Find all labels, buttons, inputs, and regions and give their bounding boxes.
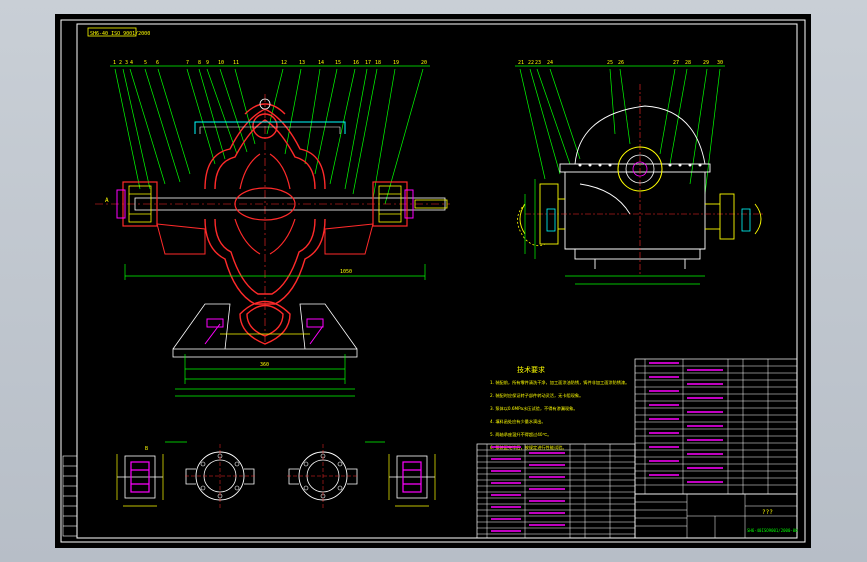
svg-text:8: 8 [198, 60, 201, 66]
tech-line-1: 1. 装配前，所有零件清洗干净，加工面涂油防锈，铸件非加工面涂防锈漆。 [490, 379, 629, 386]
tech-title: 技术要求 [517, 365, 545, 374]
svg-text:5: 5 [144, 60, 147, 66]
inner-border [76, 23, 798, 539]
svg-text:2: 2 [119, 60, 122, 66]
header-tag: SH6-40 ISO 9001/2000 [90, 31, 150, 37]
left-margin-table [62, 455, 78, 537]
svg-text:19: 19 [393, 60, 399, 66]
svg-text:20: 20 [421, 60, 427, 66]
svg-text:3: 3 [125, 60, 128, 66]
title-block-code: SH6-40ISO9001/2000-00 [747, 528, 798, 533]
svg-text:29: 29 [703, 60, 709, 66]
svg-text:27: 27 [673, 60, 679, 66]
header-tag-box [87, 27, 137, 37]
svg-text:4: 4 [130, 60, 133, 66]
tech-line-5: 5. 两轴承座温升不得超过40℃。 [490, 431, 551, 438]
tech-line-6: 6. 泵装配完毕后，按规定进行性能试验。 [490, 444, 567, 451]
svg-text:25: 25 [607, 60, 613, 66]
parts-list-lower [476, 443, 636, 539]
svg-text:7: 7 [186, 60, 189, 66]
tech-line-2: 2. 装配时应保证转子部件转动灵活，无卡阻现象。 [490, 392, 583, 399]
svg-text:15: 15 [335, 60, 341, 66]
tech-line-4: 4. 填料函处应有少量水滴出。 [490, 418, 546, 425]
svg-text:B: B [145, 446, 148, 452]
svg-text:26: 26 [618, 60, 624, 66]
title-block: ??? SH6-40ISO9001/2000-00 [634, 493, 798, 539]
svg-text:12: 12 [281, 60, 287, 66]
dim-mid: 360 [260, 362, 269, 368]
drawing-sheet[interactable]: SH6-40 ISO 9001/2000 [55, 14, 811, 548]
svg-text:6: 6 [156, 60, 159, 66]
svg-text:24: 24 [547, 60, 553, 66]
svg-text:14: 14 [318, 60, 324, 66]
svg-text:30: 30 [717, 60, 723, 66]
svg-text:16: 16 [353, 60, 359, 66]
parts-list-right [634, 358, 798, 495]
svg-text:28: 28 [685, 60, 691, 66]
svg-text:21: 21 [518, 60, 524, 66]
tech-line-3: 3. 泵体以0.6MPa水压试验，不得有渗漏现象。 [490, 405, 578, 412]
svg-text:A: A [105, 197, 109, 204]
svg-text:10: 10 [218, 60, 224, 66]
tech-requirements: 技术要求 1. 装配前，所有零件清洗干净，加工面涂油防锈，铸件非加工面涂防锈漆。… [490, 365, 629, 451]
svg-text:23: 23 [535, 60, 541, 66]
detail-views: B [116, 441, 436, 509]
svg-text:9: 9 [206, 60, 209, 66]
svg-text:11: 11 [233, 60, 239, 66]
svg-text:13: 13 [299, 60, 305, 66]
svg-text:17: 17 [365, 60, 371, 66]
svg-text:22: 22 [528, 60, 534, 66]
svg-text:1: 1 [113, 60, 116, 66]
dim-width: 1050 [340, 269, 352, 275]
outer-border [60, 19, 806, 543]
title-block-name: ??? [762, 509, 773, 516]
cad-drawing: SH6-40 ISO 9001/2000 [60, 19, 806, 543]
svg-text:18: 18 [375, 60, 381, 66]
